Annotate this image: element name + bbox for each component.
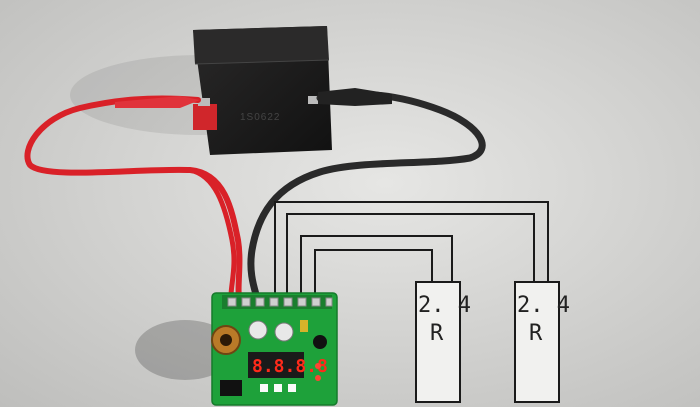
board-shadow (135, 320, 235, 380)
resistor-right: 2. 4 R (514, 281, 570, 403)
wiring-diagram (274, 201, 549, 297)
board-button-3 (288, 384, 296, 392)
buck-converter-board: 8.8.8.8 (211, 292, 338, 406)
board-button-1 (260, 384, 268, 392)
board-button-2 (274, 384, 282, 392)
potentiometer-1 (248, 320, 268, 340)
red-wire (24, 95, 243, 305)
battery-pos-terminal (198, 98, 210, 106)
black-wire (247, 88, 486, 306)
battery-stamp: 1S0622 (240, 112, 280, 123)
terminal-screws (227, 297, 333, 307)
resistor-left: 2. 4 R (415, 281, 471, 403)
led-display (248, 352, 304, 378)
resistor-right-value: 2. 4 (517, 293, 570, 318)
resistor-left-unit: R (430, 321, 444, 346)
ic-chip (220, 380, 242, 396)
resistor-right-unit: R (529, 321, 543, 346)
battery-red-terminal-cap (193, 104, 217, 130)
battery: 1S0622 (193, 26, 332, 155)
potentiometer-2 (274, 322, 294, 342)
black-alligator-clip (318, 88, 392, 106)
buzzer (313, 335, 327, 349)
battery-neg-terminal (308, 96, 320, 104)
led-display-reading: 8.8.8.8 (252, 356, 328, 377)
capacitor (300, 320, 308, 332)
red-alligator-clip (115, 96, 200, 108)
resistor-left-value: 2. 4 (418, 293, 471, 318)
